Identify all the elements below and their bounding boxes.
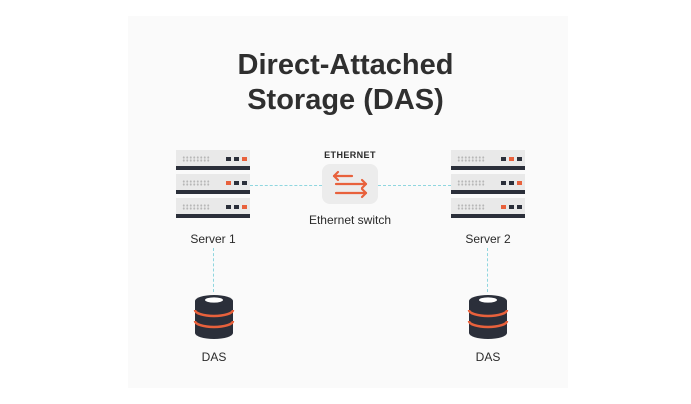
server-unit	[176, 174, 250, 194]
connector-server1-das	[213, 248, 214, 292]
switch-arrows-icon	[332, 170, 368, 199]
server-1-rack	[176, 150, 250, 222]
diagram-title-line-1: Direct-Attached	[237, 49, 454, 81]
server-unit	[176, 150, 250, 170]
server-2-label: Server 2	[465, 232, 511, 246]
das-2-disk-icon	[467, 294, 509, 340]
server-1-label: Server 1	[190, 232, 236, 246]
ethernet-switch-caption: Ethernet switch	[308, 213, 392, 227]
server-unit	[451, 198, 525, 218]
server-unit	[176, 198, 250, 218]
diagram-title-line-2: Storage (DAS)	[247, 84, 444, 116]
server-unit	[451, 174, 525, 194]
server-2-rack	[451, 150, 525, 222]
das-1-disk-icon	[193, 294, 235, 340]
server-unit	[451, 150, 525, 170]
connector-server1-switch	[250, 185, 322, 186]
das-2-label: DAS	[475, 350, 501, 364]
ethernet-switch-icon	[322, 164, 378, 204]
connector-server2-das	[487, 248, 488, 292]
connector-switch-server2	[378, 185, 451, 186]
ethernet-label: ETHERNET	[324, 150, 376, 160]
das-1-label: DAS	[201, 350, 227, 364]
